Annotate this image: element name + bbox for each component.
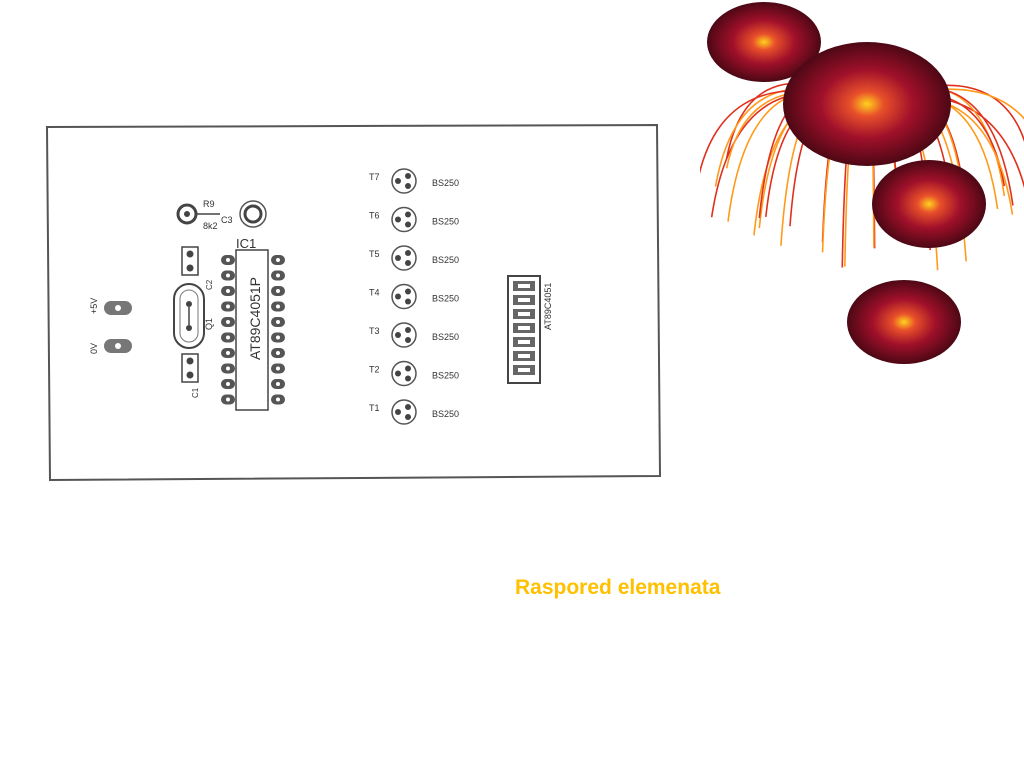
ic1-pin-hole: [276, 351, 280, 355]
ic1-pin-hole: [226, 366, 230, 371]
connector-pad-hole: [518, 298, 530, 302]
transistor-part-label: BS250: [432, 255, 459, 265]
label-c3: C3: [221, 215, 233, 225]
label-connector-part: AT89C4051: [543, 283, 553, 330]
ic1-pin-hole: [276, 397, 280, 402]
ic1-pin-hole: [276, 273, 280, 278]
transistor-part-label: BS250: [432, 332, 459, 342]
capacitor-c2: C2: [181, 246, 214, 290]
transistor-ref-label: T3: [369, 326, 380, 336]
resistor-r9: R9 8k2: [176, 199, 220, 231]
transistor-part-label: BS250: [432, 294, 459, 304]
transistor-column: T7BS250T6BS250T5BS250T4BS250T3BS250T2BS2…: [369, 168, 459, 425]
transistor-ref-label: T6: [369, 211, 380, 221]
connector-pads: [513, 281, 535, 375]
label-q1: Q1: [204, 318, 214, 330]
transistor-part-label: BS250: [432, 217, 459, 227]
connector-pad-hole: [518, 354, 530, 358]
ic1-pin-hole: [276, 382, 280, 386]
ornament-ball-bottom: [847, 280, 961, 364]
ic1-pin-hole: [226, 320, 230, 324]
connector-pad-hole: [518, 284, 530, 288]
label-plus5v: +5V: [89, 298, 99, 314]
ic1-pin-hole: [226, 304, 230, 309]
label-ic1-part: AT89C4051P: [247, 277, 263, 360]
label-r9-value: 8k2: [203, 221, 218, 231]
label-c2: C2: [205, 279, 214, 290]
transistor-part-label: BS250: [432, 178, 459, 188]
output-connector: AT89C4051: [507, 275, 553, 384]
slide-caption: Raspored elemenata: [515, 576, 721, 599]
ic1-pin-hole: [226, 397, 230, 402]
decorative-ornament: [700, 2, 1024, 364]
pcb-layout-diagram: +5V 0V R9 8k2 C3 C2 Q1 C1: [45, 123, 662, 482]
transistor-ref-label: T5: [369, 249, 380, 259]
connector-pad-hole: [518, 326, 530, 330]
ic1-pin-hole: [276, 258, 280, 262]
power-pad-0v: 0V: [89, 339, 132, 354]
ic1-pin-hole: [226, 335, 230, 340]
ic1-pin-hole: [276, 304, 280, 309]
connector-pad-hole: [518, 368, 530, 372]
ic1-pin-hole: [226, 351, 230, 355]
label-c1: C1: [191, 387, 200, 398]
ornament-ball-right: [872, 160, 986, 248]
capacitor-c1: C1: [181, 353, 200, 398]
ic1-pin-hole: [276, 335, 280, 340]
transistor-ref-label: T7: [369, 172, 380, 182]
crystal-q1: Q1: [173, 283, 214, 349]
ic1-pins: [221, 255, 285, 405]
transistor-ref-label: T4: [369, 288, 380, 298]
transistor-part-label: BS250: [432, 371, 459, 381]
ic1-pin-hole: [276, 320, 280, 324]
transistor-ref-label: T1: [369, 403, 380, 413]
ic1-pin-hole: [226, 289, 230, 293]
ic1-pin-hole: [226, 258, 230, 262]
transistor-part-label: BS250: [432, 409, 459, 419]
ic1-pin-hole: [226, 273, 230, 278]
transistor-ref-label: T2: [369, 365, 380, 375]
label-r9: R9: [203, 199, 215, 209]
label-0v: 0V: [89, 343, 99, 354]
ic1-pin-hole: [226, 382, 230, 386]
ic1-microcontroller: IC1 AT89C4051P: [221, 236, 285, 411]
label-ic1: IC1: [236, 236, 256, 251]
power-pad-plus5v: +5V: [89, 298, 132, 315]
ic1-pin-hole: [276, 289, 280, 293]
capacitor-c3: C3: [221, 200, 267, 228]
ornament-ball-main: [783, 42, 951, 166]
board-outline: [45, 123, 662, 482]
ic1-pin-hole: [276, 366, 280, 371]
connector-pad-hole: [518, 312, 530, 316]
connector-pad-hole: [518, 340, 530, 344]
ornament-ball-top-left: [707, 2, 821, 82]
